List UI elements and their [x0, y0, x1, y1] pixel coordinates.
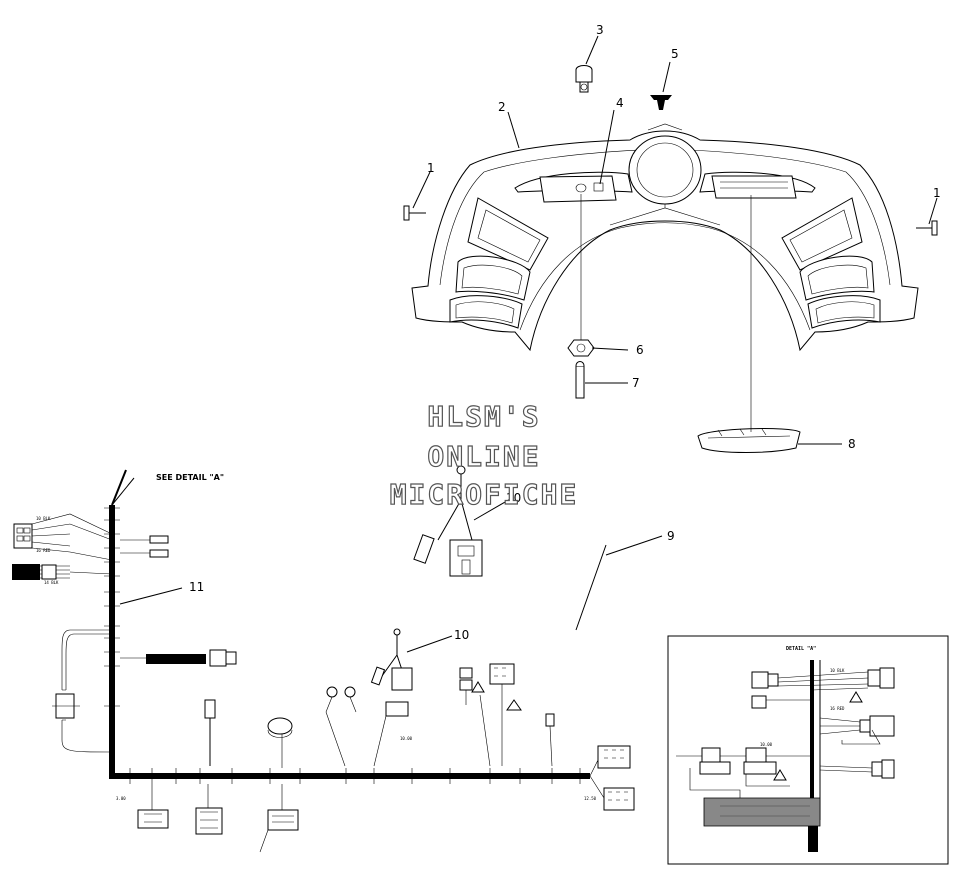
wiring-harness: 10 BLK 16 RED 14 BLK 10.00 3.00 12.50: [12, 469, 635, 853]
socket-part3: [575, 65, 593, 93]
svg-text:3.00: 3.00: [116, 796, 126, 801]
svg-text:16 RED: 16 RED: [830, 706, 845, 711]
callout-3: 3: [596, 23, 604, 37]
see-detail-label: SEE DETAIL "A": [156, 473, 224, 482]
screw-left: [403, 205, 426, 221]
callout-1-right: 1: [933, 186, 941, 200]
screw-right: [916, 220, 938, 236]
callout-10-lower: 10: [454, 628, 469, 642]
left-vent: [449, 197, 549, 329]
svg-text:14 BLK: 14 BLK: [44, 580, 59, 585]
callout-4: 4: [616, 96, 624, 110]
callout-9: 9: [667, 529, 675, 543]
callout-8: 8: [848, 437, 856, 451]
watermark-line-3: MICROFICHE: [390, 478, 579, 511]
callout-2: 2: [498, 100, 506, 114]
svg-text:12.50: 12.50: [584, 796, 597, 801]
detail-title: DETAIL "A": [786, 646, 816, 652]
left-loop: [52, 629, 113, 753]
lens: [697, 428, 801, 453]
bulb: [575, 361, 585, 399]
svg-text:16 RED: 16 RED: [36, 548, 51, 553]
svg-text:10 BLK: 10 BLK: [830, 668, 845, 673]
callout-6: 6: [636, 343, 644, 357]
svg-text:10.00: 10.00: [760, 742, 773, 747]
left-connector-a: [13, 513, 169, 561]
nut: [567, 339, 595, 357]
watermark-line-2: ONLINE: [427, 440, 540, 473]
watermark-line-1: HLSM'S: [427, 400, 540, 433]
callout-11: 11: [189, 580, 204, 594]
wire-codes: 10 BLK 16 RED 14 BLK 10.00 3.00 12.50: [36, 516, 597, 801]
left-connector-b: [12, 564, 113, 580]
leader-lines: [119, 35, 938, 653]
callout-10-upper: 10: [506, 491, 521, 505]
rod: [575, 544, 607, 631]
callout-7: 7: [632, 376, 640, 390]
dash-panel: [411, 123, 919, 352]
bottom-connectors: [137, 628, 635, 853]
svg-text:10 BLK: 10 BLK: [36, 516, 51, 521]
wrapped-segment: [120, 649, 237, 667]
sensor-upper: [413, 465, 483, 577]
right-vent: [781, 197, 881, 329]
callout-1-left: 1: [427, 161, 435, 175]
callout-5: 5: [671, 47, 679, 61]
watermark: HLSM'S ONLINE MICROFICHE: [389, 399, 579, 511]
detail-a-box: 10 BLK 16 RED 10.00: [667, 635, 949, 865]
push-rivet: [650, 95, 672, 110]
svg-text:10.00: 10.00: [400, 736, 413, 741]
